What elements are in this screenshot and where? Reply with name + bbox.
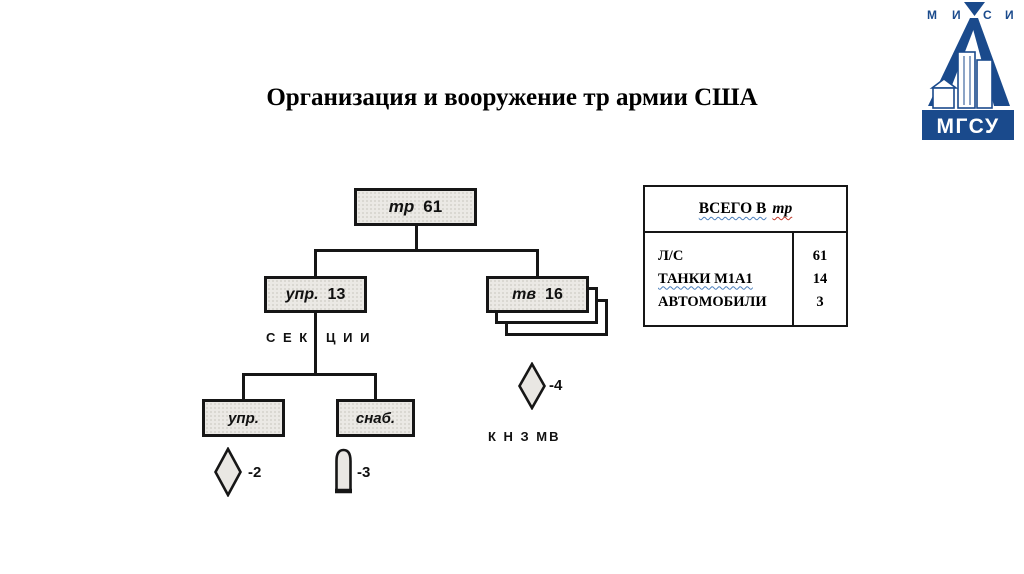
summary-table-header: ВСЕГО В тр bbox=[645, 187, 846, 233]
table-row-personnel-value: 61 bbox=[812, 247, 828, 264]
summary-table-body: Л/С ТАНКИ М1А1 АВТОМОБИЛИ 61 14 3 bbox=[645, 233, 846, 325]
diamond-symbol-tv bbox=[518, 362, 546, 410]
logo-building-center-icon bbox=[957, 51, 976, 109]
orgbox-company-strength: 61 bbox=[423, 197, 443, 216]
orgbox-upr13-label: упр. bbox=[285, 285, 319, 303]
logo-band bbox=[922, 110, 1014, 140]
table-row-vehicles-name: АВТОМОБИЛИ bbox=[658, 293, 767, 310]
summary-table-header-unit: тр bbox=[772, 200, 793, 217]
summary-table-value-column: 61 14 3 bbox=[792, 233, 846, 325]
diamond-symbol-upr-count: -2 bbox=[248, 464, 262, 481]
bullet-symbol-snab-count: -3 bbox=[357, 464, 371, 481]
diamond-symbol-tv-count: -4 bbox=[549, 377, 563, 394]
connector-drop-upr bbox=[242, 376, 245, 399]
table-row-tanks-value: 14 bbox=[812, 270, 828, 287]
orgbox-tv16: тв 16 bbox=[486, 276, 589, 313]
table-row-tanks-name: ТАНКИ М1А1 bbox=[658, 270, 753, 287]
table-row-vehicles-value: 3 bbox=[816, 293, 824, 310]
connector-drop-upr13 bbox=[314, 252, 317, 276]
summary-table: ВСЕГО В тр Л/С ТАНКИ М1А1 АВТОМОБИЛИ 61 … bbox=[643, 185, 848, 327]
sections-caption-left: С Е К bbox=[266, 330, 310, 345]
summary-table-header-text: ВСЕГО В bbox=[698, 200, 767, 217]
mgsu-logo: М И С И МГСУ bbox=[922, 2, 1014, 140]
logo-letter-s: С bbox=[983, 8, 992, 22]
connector-upr13-drop bbox=[314, 313, 317, 374]
logo-name: МГСУ bbox=[936, 115, 999, 138]
sections-caption-right: Ц И И bbox=[326, 330, 372, 345]
orgbox-snab-section-label: снаб. bbox=[355, 409, 396, 427]
orgbox-upr13-strength: 13 bbox=[327, 285, 346, 303]
logo-apex-triangle-icon bbox=[964, 2, 985, 16]
orgbox-tv16-strength: 16 bbox=[545, 285, 563, 303]
connector-level2-horizontal bbox=[242, 373, 377, 376]
logo-letter-i2: И bbox=[1005, 8, 1014, 22]
platoons-caption: К Н З МВ bbox=[488, 429, 561, 444]
connector-level1-horizontal bbox=[314, 249, 539, 252]
orgbox-tv16-label: тв bbox=[512, 285, 537, 303]
logo-letter-m: М bbox=[927, 8, 937, 22]
orgbox-company: тр 61 bbox=[354, 188, 477, 226]
connector-root-drop bbox=[415, 226, 418, 250]
orgbox-snab-section: снаб. bbox=[336, 399, 415, 437]
table-row-personnel-name: Л/С bbox=[658, 247, 684, 264]
orgbox-upr-section: упр. bbox=[202, 399, 285, 437]
diamond-symbol-upr bbox=[214, 447, 242, 497]
slide-title: Организация и вооружение тр армии США bbox=[266, 84, 758, 111]
summary-table-name-column: Л/С ТАНКИ М1А1 АВТОМОБИЛИ bbox=[645, 233, 792, 325]
bullet-symbol-snab bbox=[335, 448, 352, 494]
orgbox-upr13: упр. 13 bbox=[264, 276, 367, 313]
logo-letter-i1: И bbox=[952, 8, 961, 22]
connector-drop-snab bbox=[374, 376, 377, 399]
logo-building-left-icon bbox=[932, 87, 955, 109]
orgbox-upr-section-label: упр. bbox=[228, 409, 259, 427]
connector-drop-tv bbox=[536, 252, 539, 276]
logo-building-right-icon bbox=[976, 59, 993, 109]
orgbox-company-label: тр bbox=[388, 197, 415, 216]
